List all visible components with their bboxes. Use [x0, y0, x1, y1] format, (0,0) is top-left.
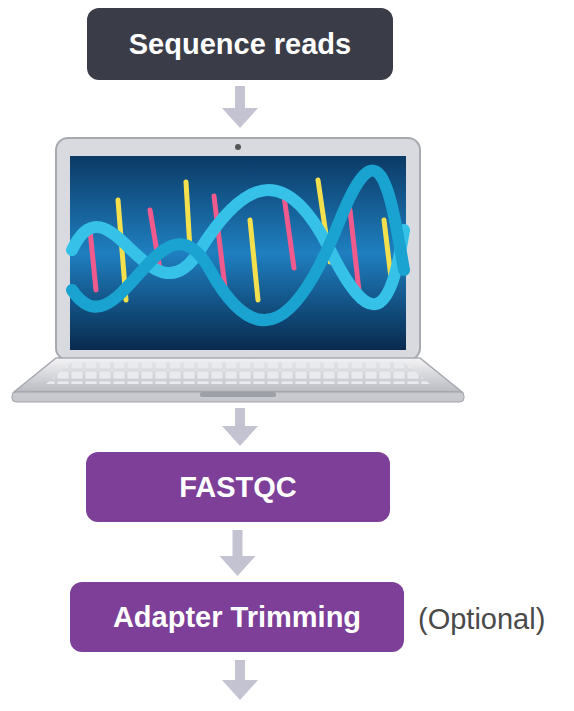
note-label: (Optional): [418, 603, 545, 636]
box-label: Adapter Trimming: [113, 601, 361, 634]
flow-arrow: [220, 530, 256, 576]
input-box: Sequence reads: [87, 8, 393, 80]
laptop-illustration: [12, 138, 464, 402]
box-label: FASTQC: [179, 471, 297, 504]
box-label: Sequence reads: [129, 28, 351, 61]
flow-arrow: [222, 86, 258, 128]
process-box: Adapter Trimming: [70, 582, 404, 652]
flow-arrow: [222, 408, 258, 446]
process-box: FASTQC: [86, 452, 390, 522]
flow-arrow: [222, 660, 258, 700]
